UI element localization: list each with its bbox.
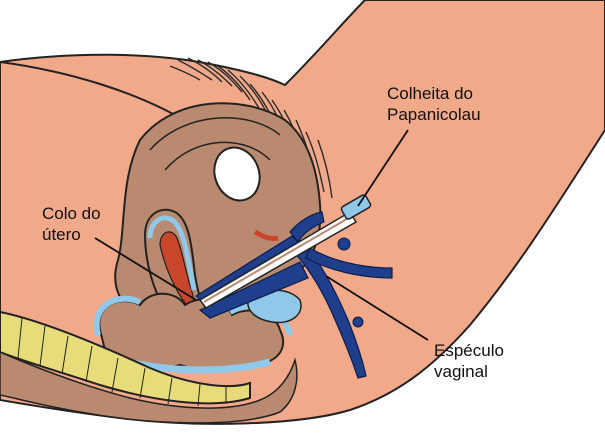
label-pap-line2: Papanicolau: [387, 104, 481, 125]
label-speculum-line2: vaginal: [434, 361, 504, 382]
label-cervix-line1: Colo do: [42, 203, 101, 224]
label-cervix-line2: útero: [42, 224, 101, 245]
label-speculum-line1: Espéculo: [434, 340, 504, 361]
label-speculum: Espéculo vaginal: [434, 340, 504, 382]
label-pap-line1: Colheita do: [387, 83, 481, 104]
label-cervix: Colo do útero: [42, 203, 101, 245]
label-pap-smear: Colheita do Papanicolau: [387, 83, 481, 125]
